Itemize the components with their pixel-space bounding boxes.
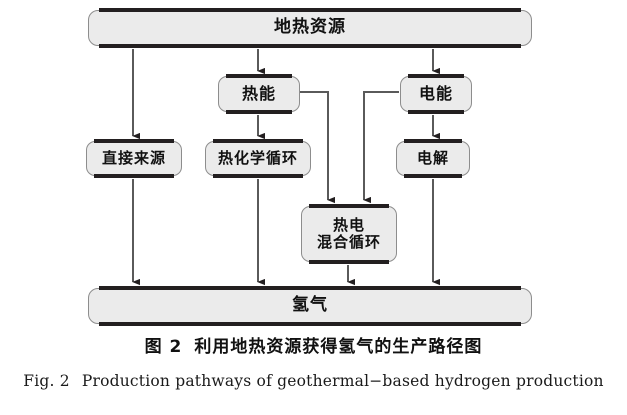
node-thermal-energy-label: 热能 — [241, 84, 276, 104]
figure-caption-english-number: Fig. 2 — [23, 372, 70, 390]
node-electric-energy[interactable]: 电能 — [400, 74, 472, 114]
node-thermal-energy[interactable]: 热能 — [218, 74, 300, 114]
figure-caption-english-text: Production pathways of geothermal−based … — [81, 372, 604, 390]
node-geothermal-resource-label: 地热资源 — [274, 17, 346, 38]
node-direct-source-label: 直接来源 — [101, 149, 166, 168]
edge-layer — [132, 49, 441, 286]
node-hydrogen-label: 氢气 — [292, 295, 328, 316]
node-thermochemical-cycle[interactable]: 热化学循环 — [205, 139, 311, 178]
edge-thermal-to-hybrid-cycle — [300, 91, 336, 204]
node-hybrid-thermoelectric-cycle-label: 热电 混合循环 — [316, 216, 381, 251]
node-hydrogen[interactable]: 氢气 — [88, 286, 532, 326]
node-electrolysis[interactable]: 电解 — [396, 139, 470, 178]
edge-electric-to-hybrid-cycle — [363, 91, 399, 204]
node-geothermal-resource[interactable]: 地热资源 — [88, 8, 532, 48]
figure-caption-chinese-number: 图 2 — [144, 337, 183, 357]
node-thermochemical-cycle-label: 热化学循环 — [217, 149, 298, 168]
figure-caption-chinese: 图 2 利用地热资源获得氢气的生产路径图 — [0, 332, 627, 357]
figure-caption-english: Fig. 2 Production pathways of geothermal−… — [0, 372, 627, 390]
flowchart-connectors — [132, 49, 441, 286]
node-direct-source[interactable]: 直接来源 — [86, 139, 182, 178]
node-electrolysis-label: 电解 — [416, 149, 449, 168]
figure-caption-chinese-text: 利用地热资源获得氢气的生产路径图 — [194, 337, 483, 357]
node-hybrid-thermoelectric-cycle[interactable]: 热电 混合循环 — [301, 204, 397, 264]
node-electric-energy-label: 电能 — [418, 84, 453, 104]
